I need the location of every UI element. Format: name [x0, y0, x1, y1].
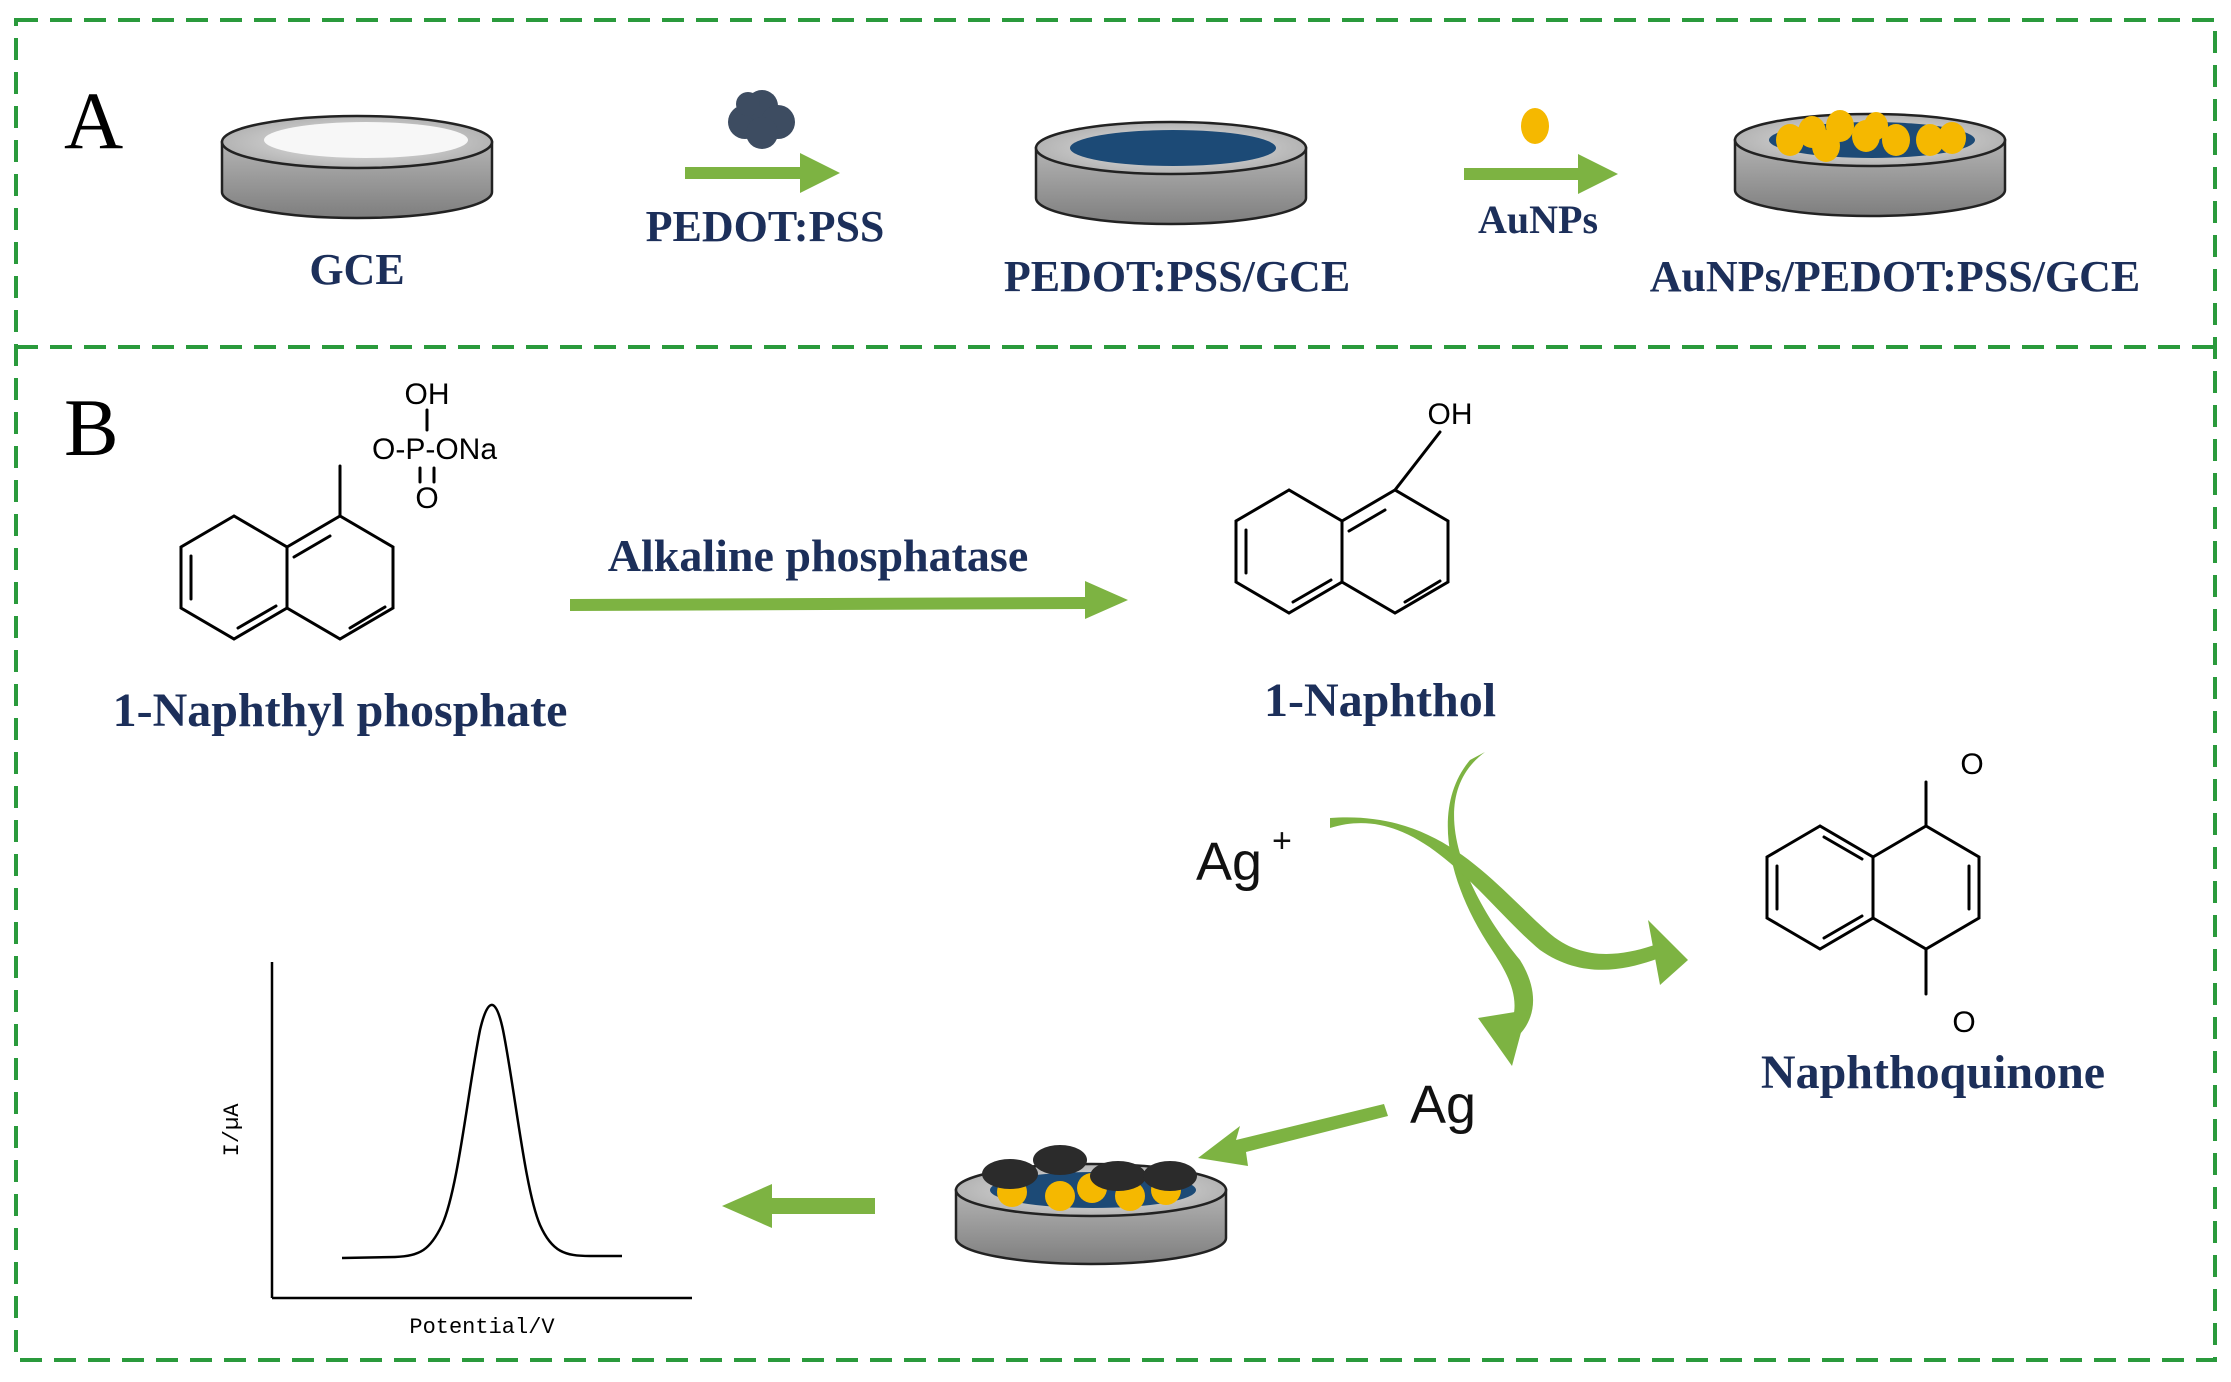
gold-particle-icon — [1521, 108, 1549, 144]
ag-to-electrode-arrow — [1198, 1104, 1388, 1166]
aunps-arrow — [1464, 154, 1618, 194]
ag-ion-label: Ag — [1196, 832, 1262, 892]
quinone-top-o-label: O — [1960, 748, 1983, 781]
naphthoquinone-label: Naphthoquinone — [1761, 1046, 2105, 1099]
phosphate-o-p-ona-label: O-P-ONa — [372, 433, 497, 466]
panel-b-letter: B — [64, 382, 119, 473]
quinone-bottom-o-label: O — [1952, 1006, 1975, 1039]
ag-ion-to-quinone-curve — [1330, 817, 1668, 970]
aunps-label: AuNPs — [1478, 197, 1598, 242]
naphthyl-phosphate-label: 1-Naphthyl phosphate — [113, 684, 568, 737]
naphthol-label: 1-Naphthol — [1264, 674, 1496, 727]
outer-dashed-border — [14, 18, 2217, 1362]
ag-aunps-electrode — [954, 1145, 1228, 1266]
plot-y-label: I/µA — [220, 1103, 245, 1157]
plot-x-label: Potential/V — [409, 1315, 555, 1340]
panel-a: A GCE PEDOT:PSS PEDOT:PSS/GCE AuNPs — [64, 75, 2140, 301]
pedot-particle-icon — [728, 90, 795, 149]
enzyme-label: Alkaline phosphatase — [608, 530, 1029, 581]
aunps-pedot-gce-electrode — [1733, 110, 2007, 218]
pedot-arrow — [685, 153, 840, 193]
gce-electrode — [220, 114, 494, 220]
gce-label: GCE — [309, 245, 404, 294]
panel-b: B OH O-P-ONa O 1-Naphthyl phosphate Alka… — [64, 378, 2105, 1340]
ag-ion-charge: + — [1272, 822, 1292, 860]
pedot-gce-electrode — [1034, 120, 1308, 226]
voltammogram-plot: I/µA Potential/V — [220, 962, 692, 1340]
naphthol-oh-label: OH — [1428, 398, 1473, 431]
naphthoquinone-structure — [1765, 780, 1981, 996]
panel-a-letter: A — [64, 75, 123, 166]
pedot-gce-label: PEDOT:PSS/GCE — [1004, 252, 1350, 301]
aunps-pedot-gce-label: AuNPs/PEDOT:PSS/GCE — [1650, 252, 2141, 301]
peak-curve — [341, 1003, 622, 1260]
ag-metal-label: Ag — [1410, 1075, 1476, 1135]
naphthyl-phosphate-structure — [179, 408, 436, 641]
naphthol-structure — [1234, 430, 1450, 615]
electrode-to-plot-arrow — [722, 1184, 875, 1228]
naphthol-to-ag-curve — [1447, 752, 1534, 1042]
curve-arrowhead-down — [1478, 1010, 1527, 1066]
phosphate-oh-label: OH — [405, 378, 450, 411]
enzyme-arrow — [570, 581, 1128, 619]
phosphate-o-label: O — [415, 482, 438, 515]
pedot-pss-label: PEDOT:PSS — [646, 202, 885, 251]
curve-arrowhead-right — [1648, 920, 1688, 985]
